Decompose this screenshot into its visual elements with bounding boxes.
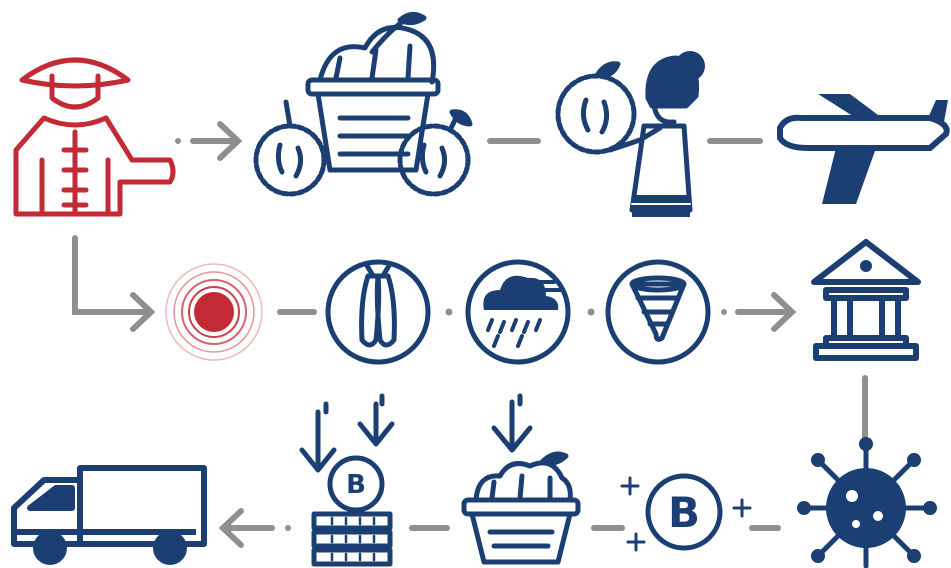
airplane-icon [777,94,950,204]
durian-harvest-icon [461,393,581,565]
svg-text:B: B [668,488,700,537]
insect-icon [325,259,431,365]
tornado-icon [605,259,711,365]
bitcoin-coin-icon: B [620,473,752,552]
dot-storm-to-tornado [587,308,595,316]
dot-pest-to-storm [445,308,453,316]
woman-holding-durian-icon [555,51,705,217]
farmer-icon [13,57,176,217]
rain-cloud-icon [465,259,571,365]
bank-icon [811,239,921,361]
arrow-tornado-to-bank [721,292,797,332]
svg-text:B: B [346,470,366,500]
arrow-deposit-to-truck [218,508,291,548]
connectors [72,121,868,548]
alert-target-icon [165,263,263,361]
bitcoin-deposit-icon: B [299,393,395,567]
durian-basket-icon [253,12,473,197]
arrow-farmer-to-risk [72,235,156,332]
delivery-truck-icon [11,465,207,565]
arrow-farmer-to-basket [175,121,243,161]
virus-icon [797,437,937,568]
